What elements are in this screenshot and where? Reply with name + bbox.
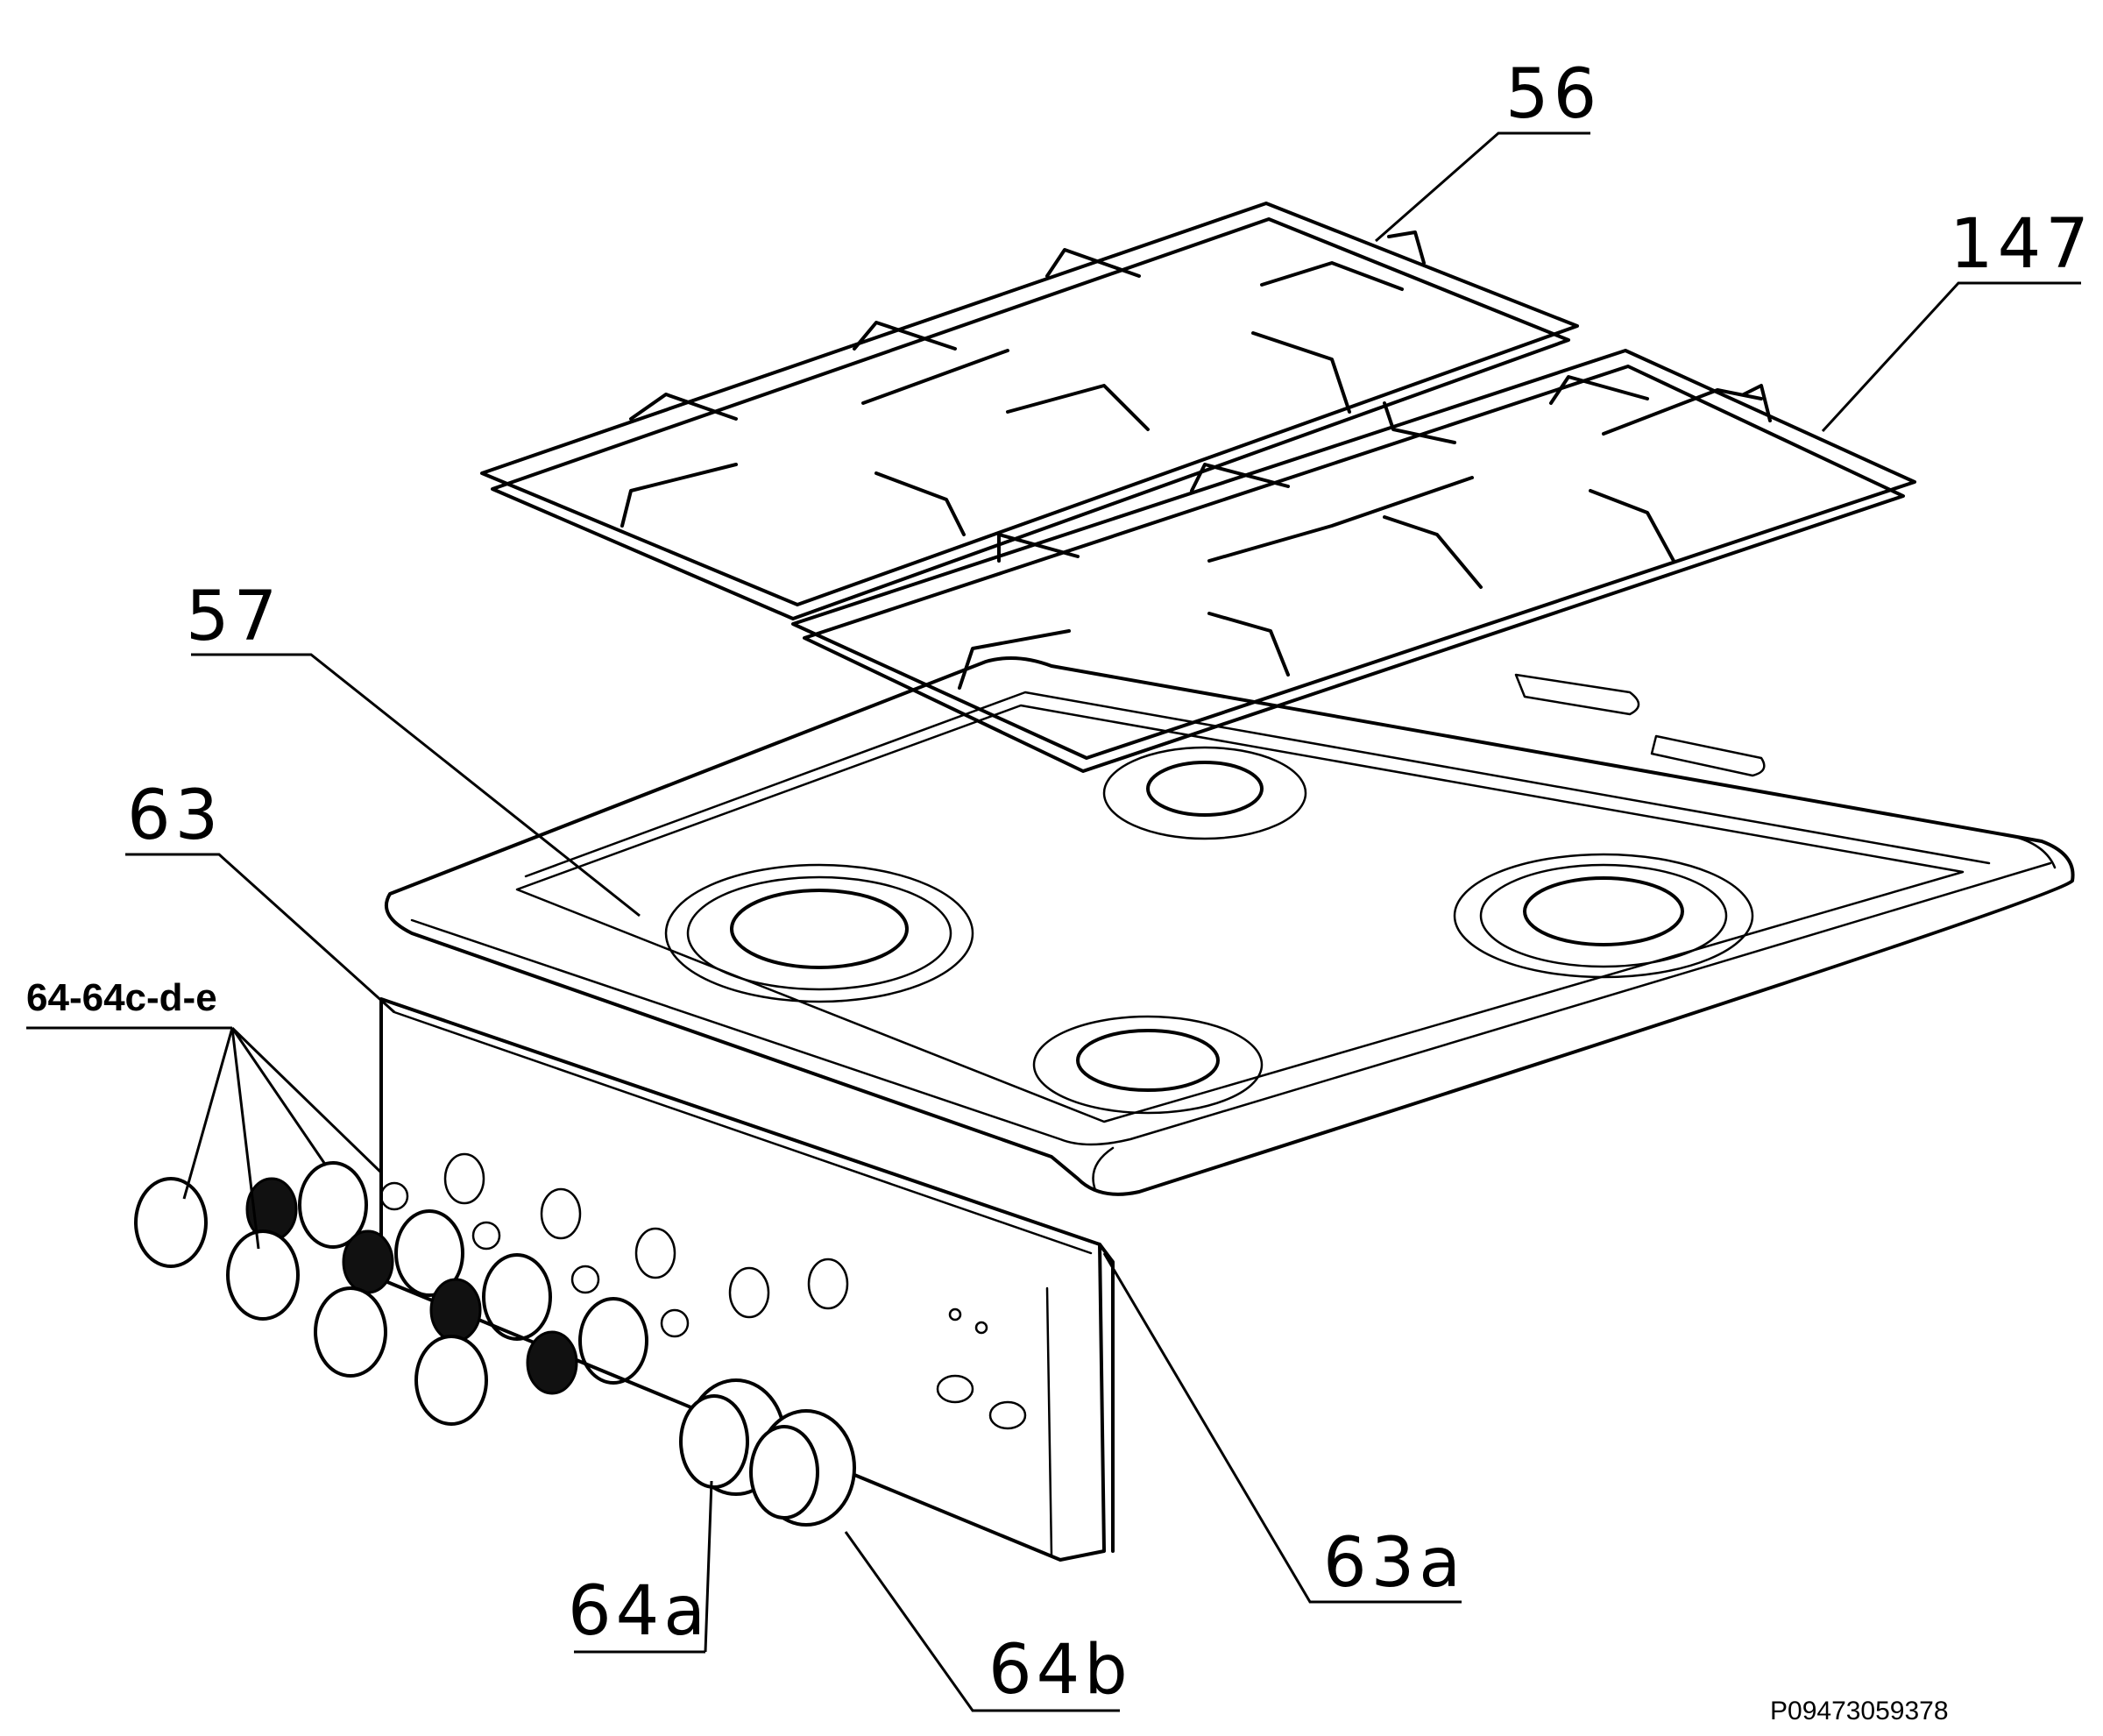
burner-front-left bbox=[664, 863, 974, 1003]
burner-right bbox=[1453, 853, 1754, 979]
leader-63a bbox=[1102, 1252, 1462, 1604]
burner-rear bbox=[1102, 746, 1307, 840]
callout-56: 56 bbox=[1505, 55, 1601, 134]
knob-set-left bbox=[134, 1161, 648, 1426]
callout-63: 63 bbox=[127, 776, 223, 855]
pan-support-left bbox=[480, 202, 1579, 620]
callout-64a: 64a bbox=[568, 1572, 710, 1651]
leader-63 bbox=[125, 853, 396, 1014]
knob-64b bbox=[749, 1409, 856, 1527]
callout-147: 147 bbox=[1950, 205, 2093, 284]
leader-57 bbox=[191, 653, 641, 918]
leader-147 bbox=[1821, 281, 2081, 433]
burner-front-center bbox=[1032, 1015, 1264, 1115]
leader-64b bbox=[844, 1531, 1120, 1712]
leader-64 bbox=[26, 1026, 383, 1250]
pan-support-right bbox=[791, 349, 1916, 773]
control-panel bbox=[379, 997, 1115, 1562]
callout-57: 57 bbox=[186, 577, 281, 656]
document-code: P09473059378 bbox=[1770, 1697, 1949, 1725]
callout-64-64c-d-e: 64-64c-d-e bbox=[26, 976, 217, 1019]
hob-top bbox=[385, 656, 2075, 1196]
callout-64b: 64b bbox=[988, 1631, 1132, 1710]
leader-56 bbox=[1375, 131, 1590, 243]
callout-63a: 63a bbox=[1323, 1524, 1465, 1603]
leader-64a bbox=[574, 1480, 713, 1654]
